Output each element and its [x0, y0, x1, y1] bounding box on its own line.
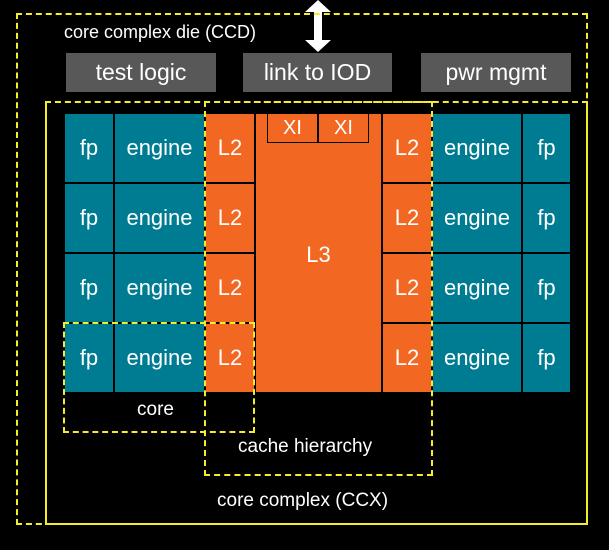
- l2-label: L2: [394, 135, 420, 160]
- fp-block-left-3: fp: [64, 253, 114, 323]
- l2-label: L2: [394, 345, 420, 370]
- engine-label: engine: [126, 275, 193, 300]
- fp-label: fp: [79, 205, 99, 230]
- engine-block-right-1: engine: [432, 113, 522, 183]
- l2-block-right-4: L2: [382, 323, 432, 393]
- l2-label: L2: [217, 275, 243, 300]
- ccx-label: core complex (CCX): [217, 490, 389, 511]
- engine-label: engine: [443, 205, 511, 230]
- xi-label: XI: [334, 116, 353, 139]
- engine-label: engine: [443, 345, 511, 370]
- fp-label: fp: [79, 345, 99, 370]
- engine-label: engine: [126, 345, 193, 370]
- engine-block-left-3: engine: [114, 253, 205, 323]
- fp-block-left-1: fp: [64, 113, 114, 183]
- cache-hierarchy-label: cache hierarchy: [238, 436, 373, 457]
- l2-block-right-2: L2: [382, 183, 432, 253]
- core-outline: [63, 322, 255, 433]
- engine-label: engine: [126, 205, 193, 230]
- l2-label: L2: [217, 345, 243, 370]
- engine-label: engine: [443, 135, 511, 160]
- l3-label: L3: [306, 242, 331, 267]
- l2-block-right-3: L2: [382, 253, 432, 323]
- fp-block-left-2: fp: [64, 183, 114, 253]
- fp-block-right-2: fp: [522, 183, 571, 253]
- engine-block-right-4: engine: [432, 323, 522, 393]
- fp-block-right-3: fp: [522, 253, 571, 323]
- engine-label: engine: [126, 135, 193, 160]
- l3-block: L3: [255, 113, 382, 393]
- engine-block-left-4: engine: [114, 323, 205, 393]
- l2-label: L2: [394, 205, 420, 230]
- cache-hierarchy-outline: [204, 101, 433, 476]
- link-to-iod-label: link to IOD: [263, 59, 372, 85]
- fp-label: fp: [79, 135, 99, 160]
- xi-block-1: XI: [267, 113, 318, 143]
- xi-label: XI: [283, 116, 302, 139]
- engine-block-right-2: engine: [432, 183, 522, 253]
- engine-block-right-3: engine: [432, 253, 522, 323]
- l2-block-left-1: L2: [205, 113, 255, 183]
- pwr-mgmt-label: pwr mgmt: [445, 59, 547, 85]
- ccd-label: core complex die (CCD): [64, 22, 257, 42]
- pwr-mgmt-block: pwr mgmt: [421, 53, 571, 92]
- fp-block-right-1: fp: [522, 113, 571, 183]
- fp-label: fp: [537, 275, 556, 300]
- fp-block-right-4: fp: [522, 323, 571, 393]
- fp-label: fp: [537, 205, 556, 230]
- engine-block-left-1: engine: [114, 113, 205, 183]
- fp-label: fp: [537, 135, 556, 160]
- l2-block-right-1: L2: [382, 113, 432, 183]
- fp-label: fp: [537, 345, 556, 370]
- l2-block-left-2: L2: [205, 183, 255, 253]
- double-arrow-icon: [305, 0, 331, 52]
- test-logic-block: test logic: [66, 53, 216, 92]
- test-logic-label: test logic: [95, 59, 187, 85]
- l2-label: L2: [394, 275, 420, 300]
- fp-label: fp: [79, 275, 99, 300]
- l2-block-left-4: L2: [205, 323, 255, 393]
- l2-label: L2: [217, 205, 243, 230]
- engine-label: engine: [443, 275, 511, 300]
- core-label: core: [137, 399, 174, 420]
- fp-block-left-4: fp: [64, 323, 114, 393]
- link-to-iod-block: link to IOD: [243, 53, 392, 92]
- l2-label: L2: [217, 135, 243, 160]
- xi-block-2: XI: [318, 113, 369, 143]
- engine-block-left-2: engine: [114, 183, 205, 253]
